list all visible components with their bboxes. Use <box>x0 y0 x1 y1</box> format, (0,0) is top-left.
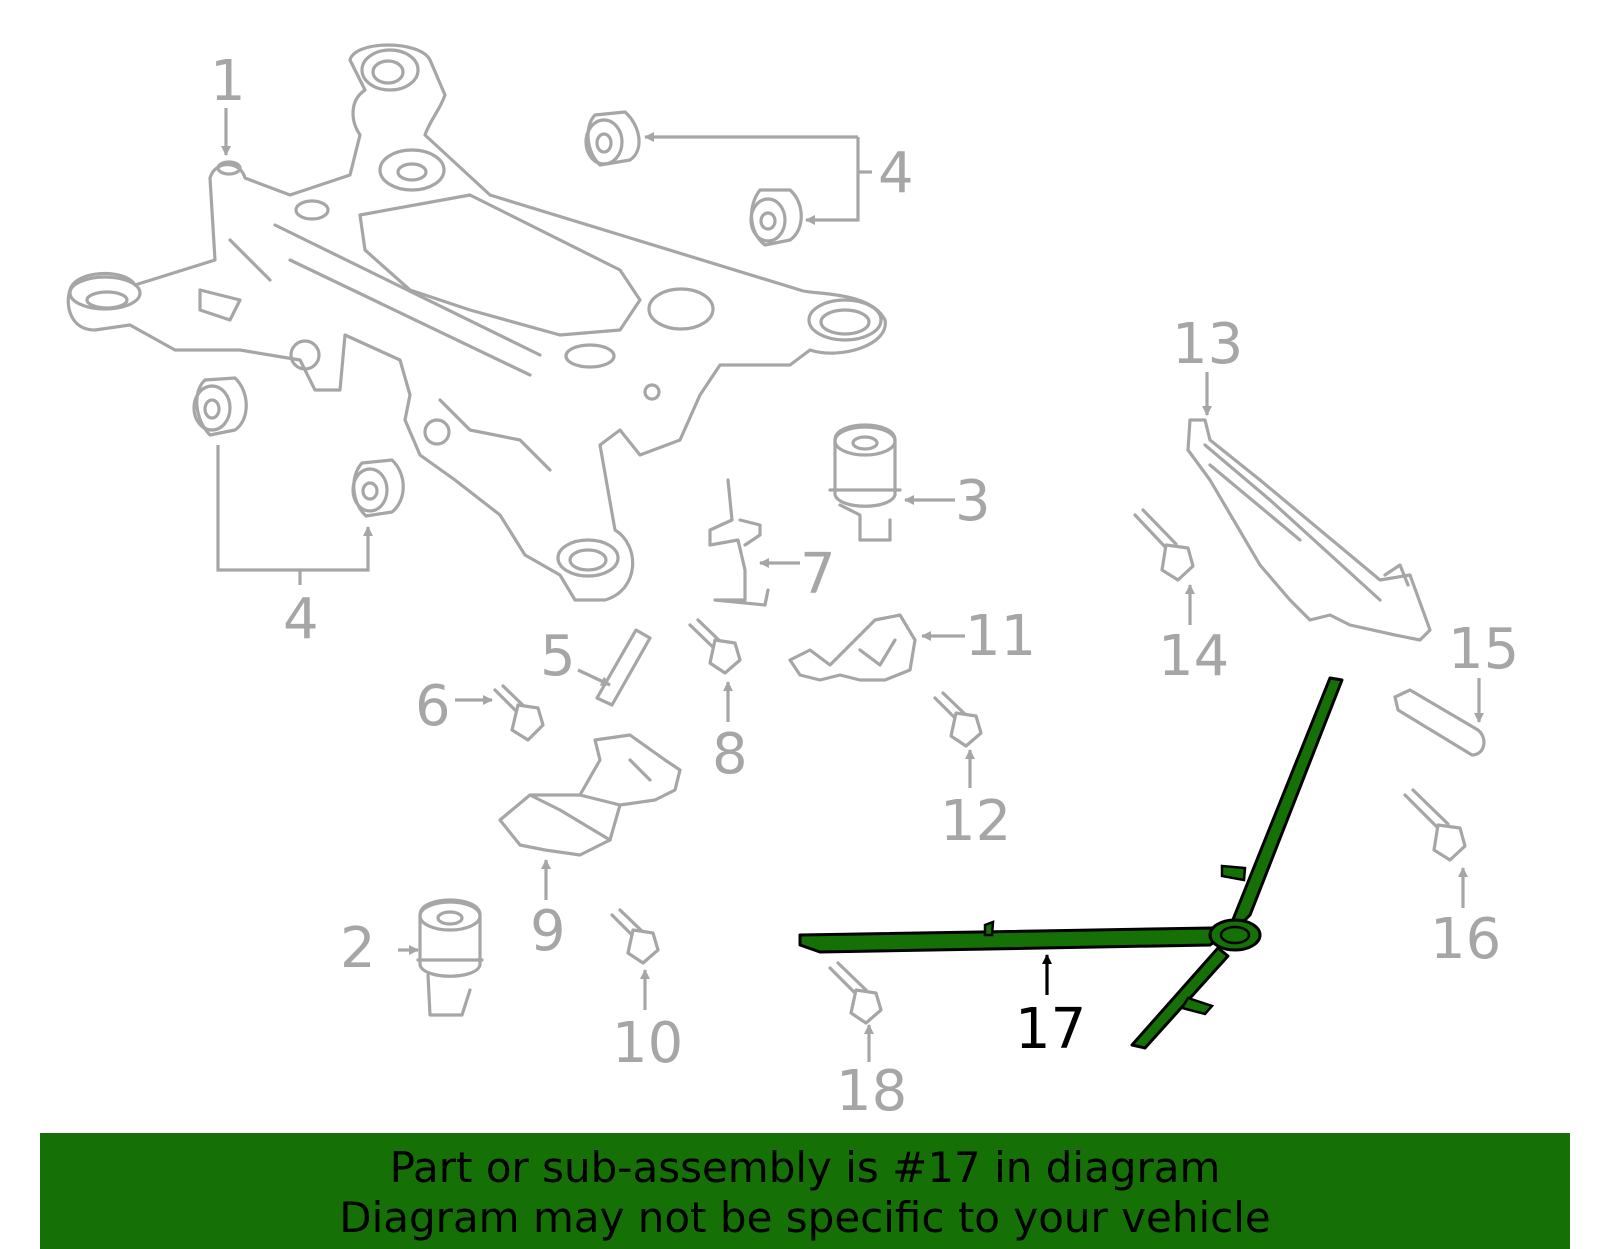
bolt-part-14[interactable] <box>1133 508 1195 582</box>
callout-4-lower: 4 <box>283 587 319 652</box>
link-part-13[interactable] <box>1186 418 1432 642</box>
callout-5: 5 <box>540 624 576 689</box>
bracket-part-7[interactable] <box>708 478 770 607</box>
bracket-part-11[interactable] <box>788 613 917 682</box>
subframe-part-1[interactable] <box>66 43 887 602</box>
callout-8: 8 <box>712 722 748 787</box>
callout-4-upper: 4 <box>878 141 914 206</box>
strip-part-5[interactable] <box>595 628 652 707</box>
bolt-part-18[interactable] <box>828 961 883 1025</box>
callout-1: 1 <box>210 49 246 114</box>
callout-labels: 1 2 3 4 4 5 6 7 8 9 10 11 12 13 14 15 16… <box>210 49 1519 1124</box>
brace-part-17-highlighted[interactable] <box>798 676 1344 1050</box>
mount-part-2[interactable] <box>416 898 484 1017</box>
bolt-part-16[interactable] <box>1403 788 1467 862</box>
banner-line-part-number: Part or sub-assembly is #17 in diagram <box>389 1143 1221 1192</box>
bushing-part-4-upper[interactable] <box>584 110 803 247</box>
callout-13: 13 <box>1172 312 1243 377</box>
callout-10: 10 <box>612 1011 683 1076</box>
callout-17: 17 <box>1015 997 1086 1062</box>
callout-15: 15 <box>1448 617 1519 682</box>
leader-lines <box>216 108 1484 1062</box>
callout-16: 16 <box>1430 907 1501 972</box>
callout-6: 6 <box>415 674 451 739</box>
callout-9: 9 <box>530 899 566 964</box>
shield-part-9[interactable] <box>498 733 682 857</box>
callout-2: 2 <box>340 916 376 981</box>
callout-11: 11 <box>965 604 1036 669</box>
mount-part-3[interactable] <box>828 423 902 542</box>
info-banner: Part or sub-assembly is #17 in diagram D… <box>40 1133 1570 1249</box>
link-part-15[interactable] <box>1393 688 1486 757</box>
bolt-part-8[interactable] <box>688 618 742 675</box>
callout-14: 14 <box>1158 624 1229 689</box>
callout-12: 12 <box>940 789 1011 854</box>
bolt-part-10[interactable] <box>610 908 660 965</box>
callout-7: 7 <box>800 542 836 607</box>
bolt-part-12[interactable] <box>933 691 983 748</box>
bushing-part-4-lower[interactable] <box>192 376 405 518</box>
banner-line-disclaimer: Diagram may not be specific to your vehi… <box>339 1193 1271 1242</box>
bolt-part-6[interactable] <box>493 684 545 742</box>
callout-18: 18 <box>836 1059 907 1124</box>
callout-3: 3 <box>955 469 991 534</box>
